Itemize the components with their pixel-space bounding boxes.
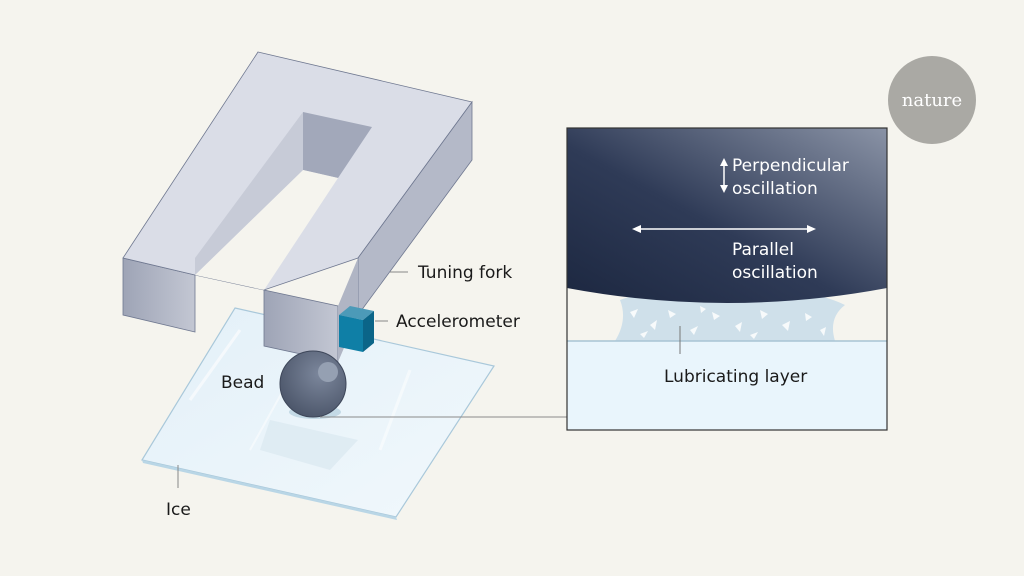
label-perpendicular-1: Perpendicular — [732, 156, 849, 176]
parallel-arrow-icon — [632, 225, 816, 233]
oscillating-surface — [567, 128, 887, 303]
label-ice: Ice — [166, 500, 191, 520]
ice-block — [567, 341, 887, 430]
bead — [279, 350, 347, 419]
label-parallel-2: oscillation — [732, 263, 818, 283]
label-parallel-1: Parallel — [732, 240, 794, 260]
tuning-fork — [122, 51, 473, 363]
label-perpendicular-2: oscillation — [732, 179, 818, 199]
label-lubricating-layer: Lubricating layer — [664, 367, 807, 387]
label-bead: Bead — [221, 373, 264, 393]
nature-logo: nature — [888, 56, 976, 144]
accelerometer-cube — [339, 306, 374, 352]
label-accelerometer: Accelerometer — [396, 312, 520, 332]
inset-border — [566, 127, 888, 431]
label-tuning-fork: Tuning fork — [417, 263, 512, 283]
ice-fragments — [630, 306, 826, 339]
inset-panel: Perpendicular oscillation Parallel oscil… — [566, 127, 888, 431]
logo-text: nature — [902, 90, 962, 111]
perpendicular-arrow-icon — [720, 158, 728, 193]
